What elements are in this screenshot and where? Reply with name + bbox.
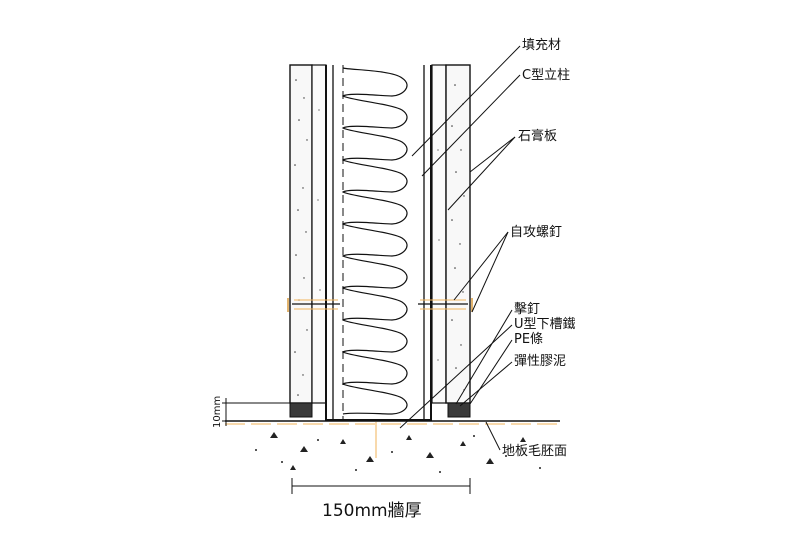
base-gap-dimension: 10mm	[212, 396, 290, 428]
left-inner-board	[311, 64, 327, 404]
screw-right	[418, 298, 473, 312]
label-u-track: U型下槽鐵	[514, 316, 576, 332]
right-gypsum-board	[445, 64, 471, 404]
label-self-tapping-screw: 自攻螺釘	[510, 224, 562, 240]
label-elastic-sealant: 彈性膠泥	[514, 354, 566, 369]
leader-lines	[399, 45, 521, 451]
fill-material-insulation	[341, 67, 408, 415]
pe-strip-right	[447, 402, 471, 418]
label-fill-material: 填充材	[522, 37, 561, 53]
u-track	[325, 400, 432, 421]
floor-texture	[255, 432, 541, 473]
label-c-stud: C型立柱	[522, 68, 570, 83]
c-stud-frame	[325, 65, 432, 420]
board-texture	[294, 79, 465, 396]
screw-left	[287, 298, 340, 312]
left-gypsum-board	[289, 64, 313, 404]
base-gap-label: 10mm	[212, 396, 223, 428]
label-nail: 擊釘	[514, 301, 540, 317]
label-floor-slab: 地板毛胚面	[502, 444, 567, 459]
label-pe-strip: PE條	[514, 332, 543, 347]
pe-strip-left	[289, 402, 313, 418]
wall-thickness-label: 150mm牆厚	[322, 501, 422, 521]
right-inner-board	[431, 64, 447, 404]
wall-thickness-dimension: 150mm牆厚	[291, 478, 471, 521]
label-gypsum-board: 石膏板	[518, 128, 557, 144]
